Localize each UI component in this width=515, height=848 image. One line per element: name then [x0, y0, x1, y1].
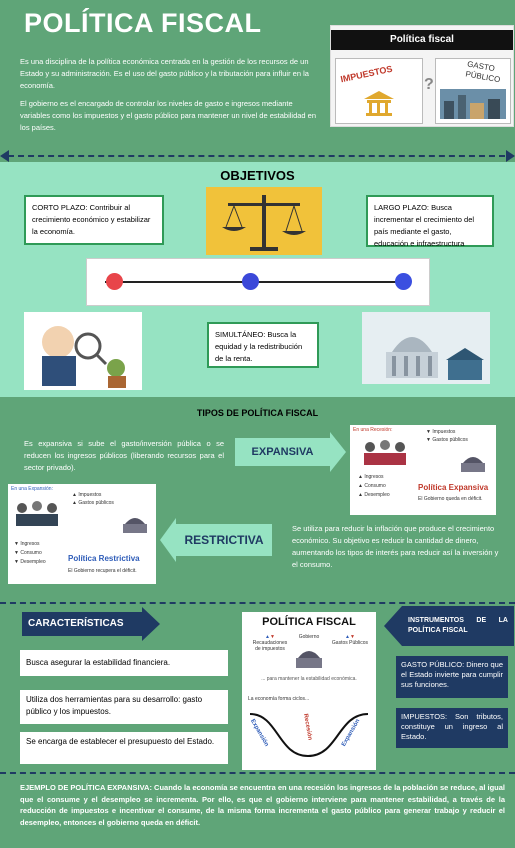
divider-arrow-left-icon: [0, 150, 9, 162]
instruments-heading: INSTRUMENTOS DE LA POLÍTICA FISCAL: [402, 606, 514, 646]
fiscal-policy-image: Política fiscal IMPUESTOS ? GASTO PÚBLIC…: [330, 25, 514, 127]
diagram-caption: ... para mantener la estabilidad económi…: [261, 676, 357, 682]
taxes-card-label: IMPUESTOS: [339, 63, 394, 85]
section-divider: [0, 602, 515, 604]
section-divider: [0, 772, 515, 774]
res-img-title: Política Restrictiva: [68, 554, 140, 563]
exp-img-up-2: ▼ Gastos públicos: [426, 437, 468, 443]
res-img-down: ▼ Ingresos ▼ Consumo ▼ Desempleo: [14, 541, 46, 565]
fiscal-policy-diagram: POLÍTICA FISCAL ▲▼Recaudaciones de impue…: [242, 612, 376, 770]
timeline-dot-simultaneous: [242, 273, 259, 290]
timeline: [86, 258, 430, 306]
timeline-dot-long: [395, 273, 412, 290]
objectives-heading: OBJETIVOS: [220, 168, 295, 183]
restrictive-policy-image: En una Expansión: ▲ Impuestos ▲ Gastos p…: [8, 484, 156, 584]
page-title: POLÍTICA FISCAL: [24, 8, 262, 38]
characteristic-item-1: Busca asegurar la estabilidad financiera…: [20, 650, 228, 676]
capitol-icon: [123, 518, 147, 533]
government-image: [362, 312, 490, 384]
question-icon: ?: [424, 76, 434, 93]
res-img-sub: El Gobierno recupera el déficit.: [68, 568, 137, 574]
diagram-gobierno: Gobierno: [298, 634, 320, 640]
economic-cycle-wave-icon: [249, 713, 369, 758]
government-building-icon: [386, 337, 484, 380]
restrictive-description: Se utiliza para reducir la inflación que…: [292, 524, 499, 569]
diagram-cycle: La economía forma ciclos...: [248, 696, 310, 702]
public-spending-card-label: GASTO PÚBLICO: [464, 59, 501, 85]
exp-img-sub: El Gobierno queda en déficit.: [418, 496, 483, 502]
capitol-icon: [296, 651, 322, 668]
restrictive-label: RESTRICTIVA: [176, 524, 272, 556]
instruments-arrow-icon: [384, 606, 402, 646]
restrictive-arrow-icon: [160, 518, 176, 562]
capitol-icon: [461, 457, 485, 472]
divider-arrow-right-icon: [506, 150, 515, 162]
timeline-dot-short: [106, 273, 123, 290]
expansive-arrow-icon: [330, 432, 346, 472]
cartoon-image: [24, 312, 142, 390]
balance-scale-image: [206, 187, 322, 255]
scale-icon: [222, 195, 306, 251]
image-title: Política fiscal: [331, 30, 513, 50]
res-img-caption: En una Expansión:: [11, 486, 53, 492]
characteristics-heading: CARACTERÍSTICAS: [22, 612, 142, 636]
section-divider: [8, 155, 505, 157]
city-photo-icon: [440, 89, 506, 119]
intro-paragraph-2: El gobierno es el encargado de controlar…: [20, 99, 317, 132]
taxes-card: IMPUESTOS: [335, 58, 423, 124]
bank-icon: [364, 91, 394, 116]
crowd-icon: [16, 501, 58, 526]
res-img-up-1: ▲ Impuestos: [72, 492, 102, 498]
expansive-description: Es expansiva si sube el gasto/inversión …: [24, 439, 224, 472]
types-heading: TIPOS DE POLÍTICA FISCAL: [196, 408, 319, 418]
exp-img-title: Política Expansiva: [418, 483, 489, 492]
diagram-left: ▲▼Recaudaciones de impuestos: [252, 634, 288, 652]
diagram-right: ▲▼Gastos Públicos: [331, 634, 369, 646]
public-spending-card: GASTO PÚBLICO: [435, 58, 511, 124]
exp-img-caption: En una Recesión:: [353, 427, 393, 433]
public-spending-card-text: GASTO PÚBLICO: Dinero que el Estado invi…: [396, 656, 508, 698]
taxes-card-text: IMPUESTOS: Son tributos, constituye un i…: [396, 708, 508, 748]
simultaneous-box: SIMULTÁNEO: Busca la equidad y la redist…: [207, 322, 319, 368]
exp-img-down: ▲ Ingresos ▲ Consumo ▲ Desempleo: [358, 474, 390, 498]
crowd-icon: [364, 440, 406, 465]
example-paragraph: EJEMPLO DE POLÍTICA EXPANSIVA: Cuando la…: [20, 783, 505, 827]
long-term-box: LARGO PLAZO: Busca incrementar el crecim…: [366, 195, 494, 248]
characteristics-arrow-icon: [142, 607, 160, 641]
characteristic-item-2: Utiliza dos herramientas para su desarro…: [20, 690, 228, 724]
res-img-up-2: ▲ Gastos públicos: [72, 500, 114, 506]
expansive-label: EXPANSIVA: [235, 438, 330, 466]
exp-img-up-1: ▼ Impuestos: [426, 429, 456, 435]
intro-paragraph-1: Es una disciplina de la política económi…: [20, 57, 309, 90]
short-term-box: CORTO PLAZO: Contribuir al crecimiento e…: [24, 195, 164, 245]
characteristic-item-3: Se encarga de establecer el presupuesto …: [20, 732, 228, 764]
magnifier-cartoon-icon: [42, 326, 126, 388]
diagram-title: POLÍTICA FISCAL: [262, 616, 356, 628]
expansive-policy-image: En una Recesión: ▼ Impuestos ▼ Gastos pú…: [350, 425, 496, 515]
